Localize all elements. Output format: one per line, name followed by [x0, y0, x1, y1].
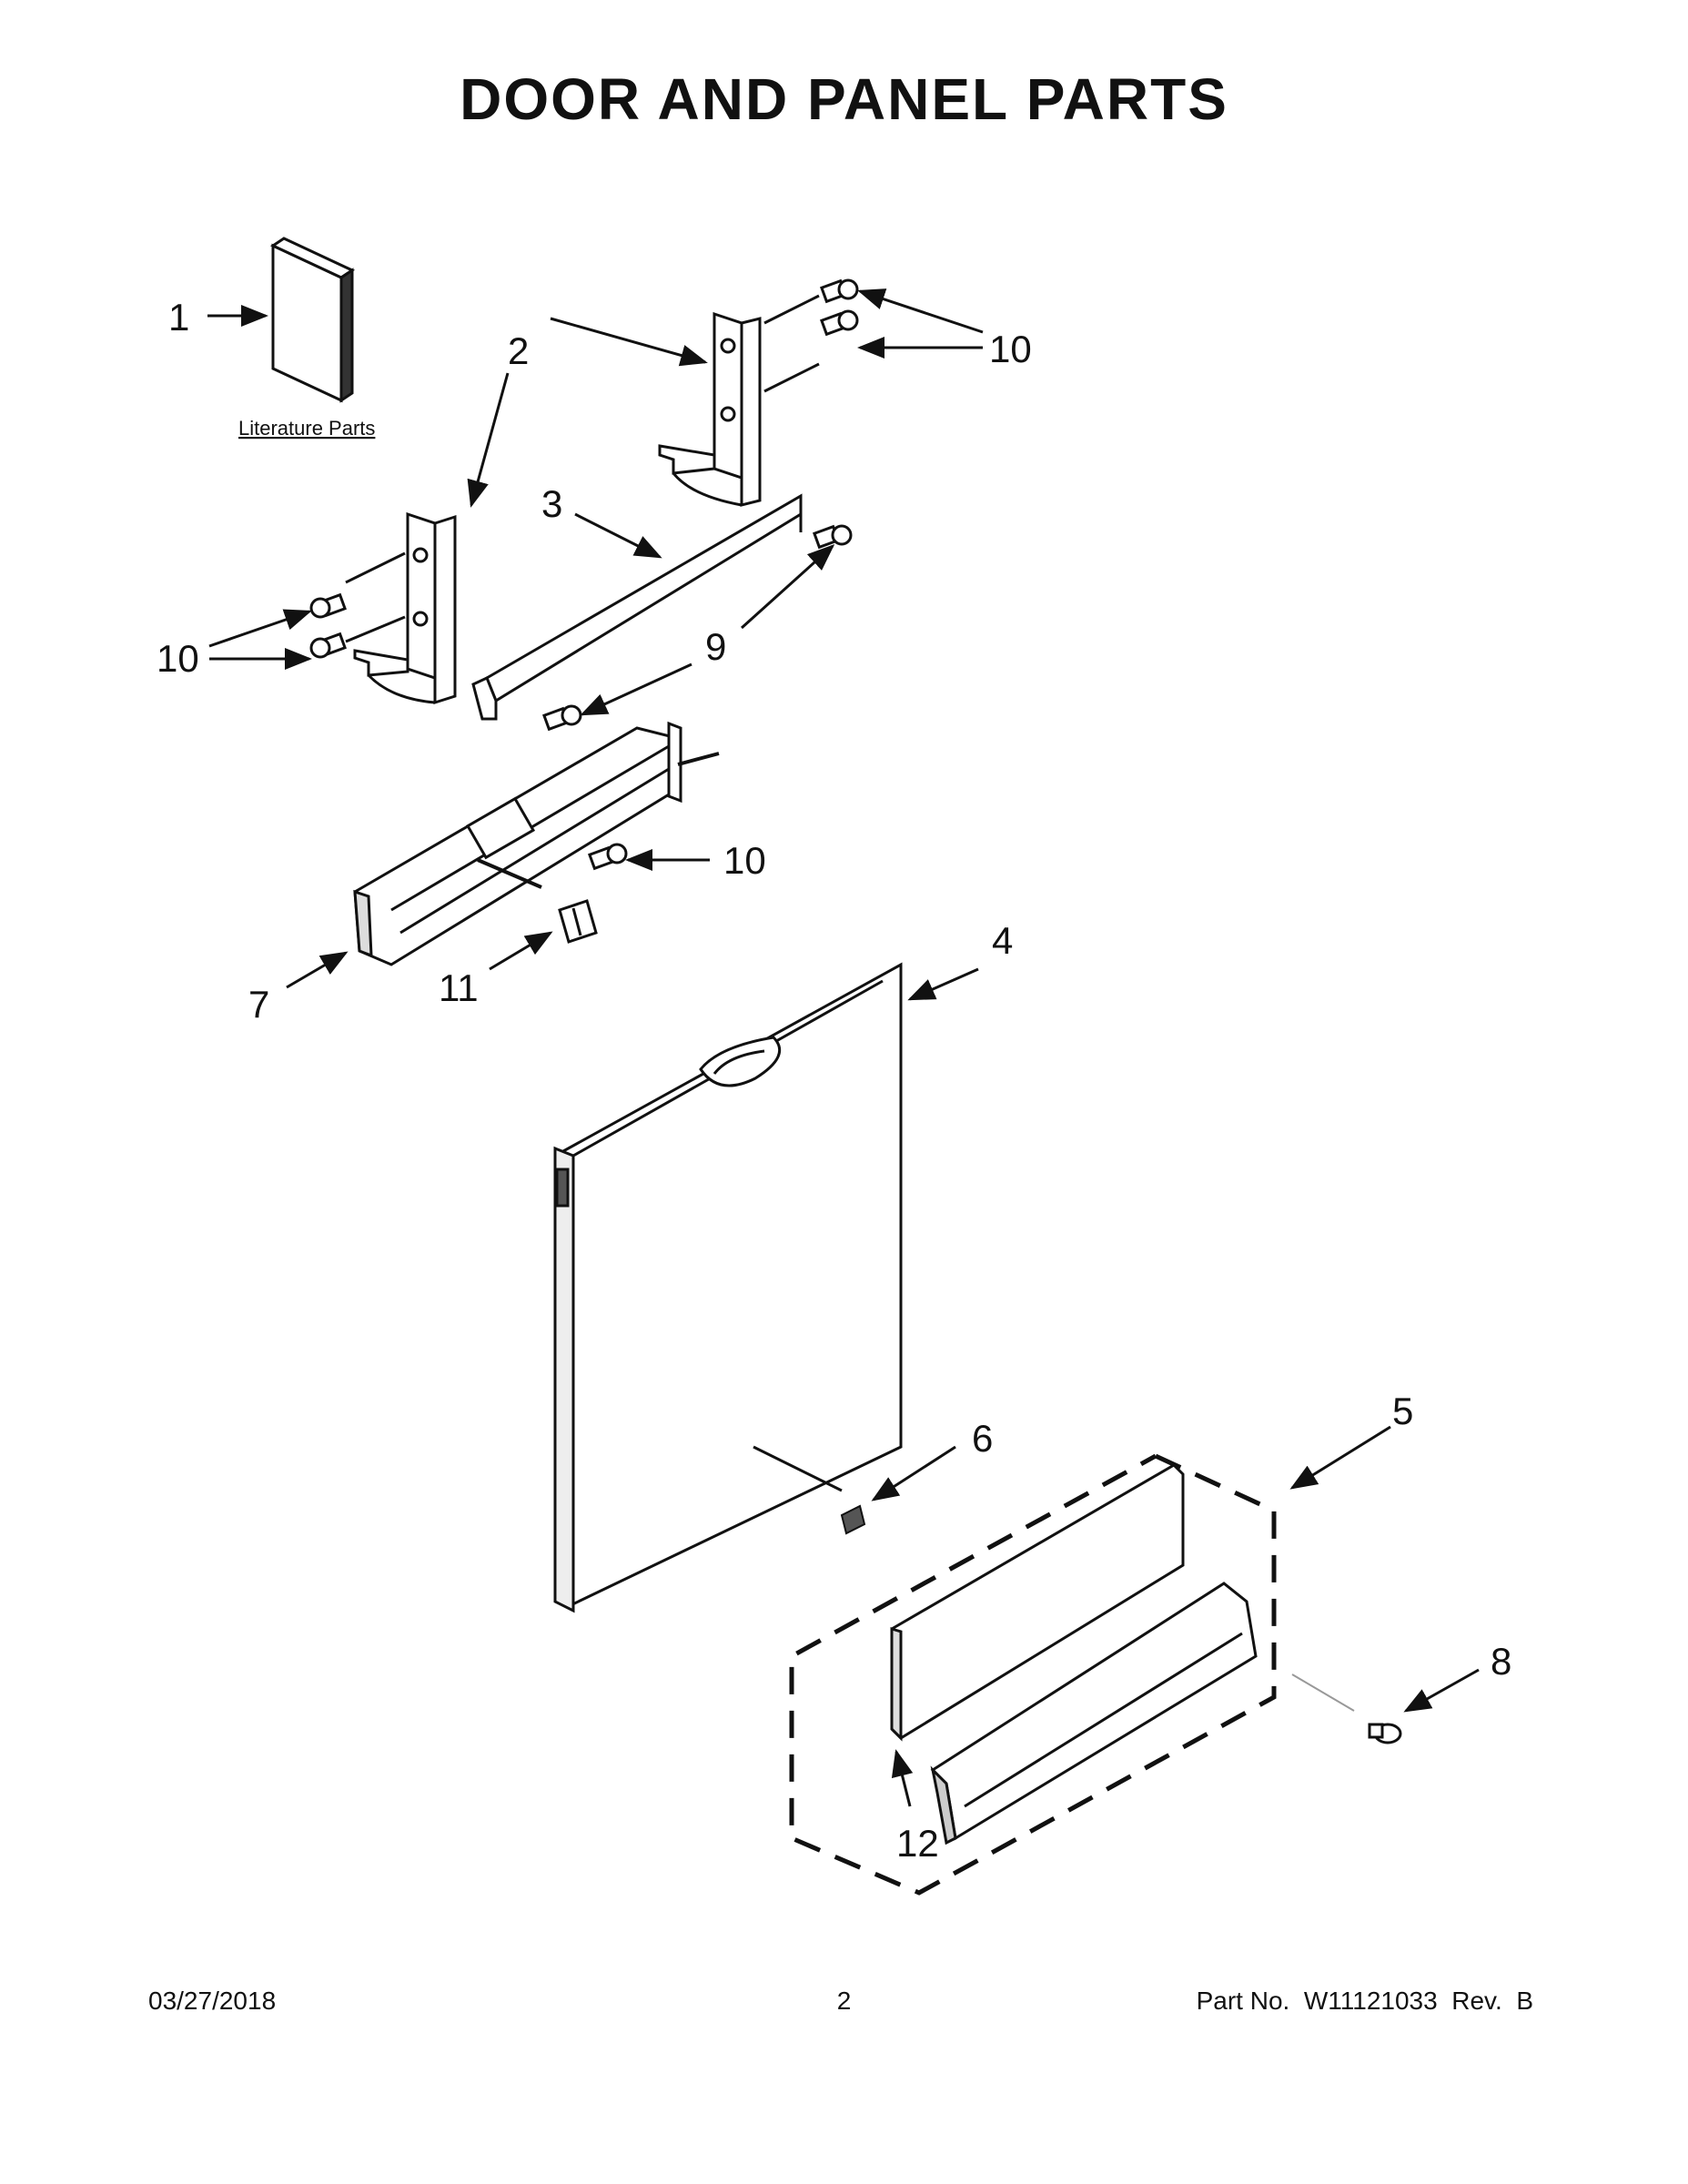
screw-10-top-2 — [820, 309, 859, 337]
door-small-part — [840, 1504, 866, 1535]
arrow-3 — [574, 512, 662, 559]
arrow-9-down — [580, 662, 692, 716]
hinge-bracket-right — [658, 294, 820, 507]
arrow-9-up — [740, 543, 835, 630]
screw-10-left-2 — [309, 632, 347, 659]
callout-3: 3 — [541, 482, 562, 525]
arrow-10-left-1 — [208, 609, 312, 648]
hinge-bracket-left — [345, 511, 457, 705]
screws — [309, 278, 859, 871]
arrow-2-right — [550, 317, 708, 367]
screw-9-bottom — [542, 704, 582, 732]
door-strip — [471, 493, 803, 721]
callout-labels: 1 2 3 4 5 6 7 8 9 10 10 10 11 12 — [157, 296, 1511, 1865]
callout-9: 9 — [705, 625, 726, 668]
arrow-4 — [907, 967, 979, 1001]
screw-10-console — [588, 843, 628, 871]
footer-part-number: Part No. W11121033 Rev. B — [1196, 1987, 1533, 2015]
callout-5: 5 — [1392, 1390, 1413, 1432]
kick-panel — [890, 1463, 1185, 1742]
clip-part — [558, 899, 598, 944]
callout-2: 2 — [508, 329, 529, 372]
arrow-7 — [286, 951, 349, 989]
arrow-5 — [1289, 1425, 1391, 1490]
arrow-2-left — [467, 372, 510, 508]
callout-7: 7 — [248, 983, 269, 1026]
screw-10-left-1 — [309, 592, 347, 619]
arrow-8 — [1403, 1668, 1480, 1713]
literature-booklet — [269, 237, 356, 403]
callout-8: 8 — [1491, 1640, 1511, 1683]
screw-10-top-1 — [820, 278, 859, 304]
callout-10-top: 10 — [989, 328, 1032, 370]
callout-11: 11 — [439, 966, 479, 1009]
callout-6: 6 — [972, 1417, 993, 1460]
toe-panel — [930, 1582, 1258, 1845]
screw-9-right — [813, 524, 853, 550]
kick-panel-kit-outline — [789, 1453, 1277, 1896]
arrow-6 — [871, 1445, 956, 1502]
callout-4: 4 — [992, 919, 1013, 962]
control-console — [353, 721, 720, 966]
outer-door-panel — [553, 962, 903, 1613]
kick-panel-screw — [1291, 1673, 1402, 1744]
arrow-12 — [891, 1749, 914, 1807]
footer-date: 03/27/2018 — [148, 1987, 277, 2015]
arrow-10-top-1 — [857, 288, 984, 334]
callout-10-console: 10 — [723, 839, 766, 882]
leader-arrows — [207, 288, 1480, 1807]
callout-12: 12 — [896, 1822, 939, 1865]
callout-10-left: 10 — [157, 637, 199, 680]
page-title: DOOR AND PANEL PARTS — [460, 66, 1228, 132]
footer-page-number: 2 — [836, 1987, 852, 2015]
literature-parts-label: Literature Parts — [238, 417, 375, 440]
callout-1: 1 — [168, 296, 189, 339]
arrow-11 — [489, 931, 553, 971]
